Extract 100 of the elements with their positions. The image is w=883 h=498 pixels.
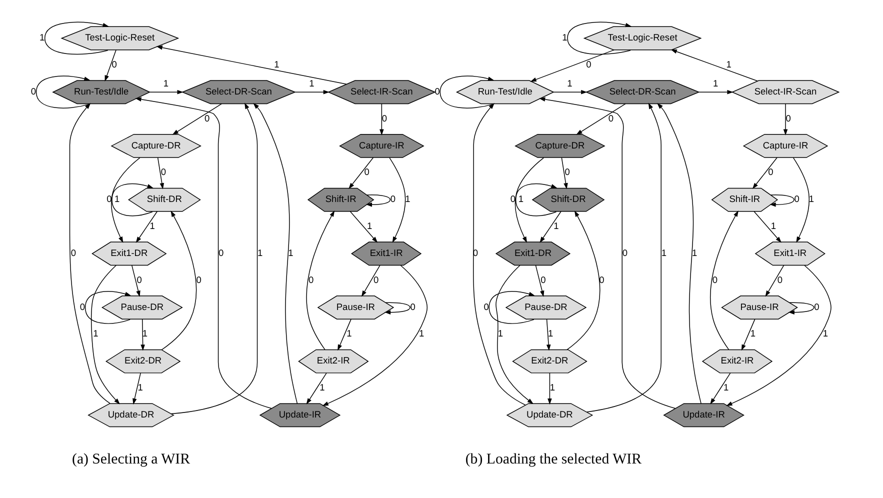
arrow [130,264,140,297]
arrow [132,372,140,405]
arrow [576,103,626,135]
edge-label: 1 [553,221,558,232]
edge-label: 1 [162,78,168,89]
arrow [752,157,777,189]
edge-label: 0 [136,274,142,285]
edge-label: 0 [308,274,314,285]
arrow [656,103,701,404]
edge-label: 0 [373,274,378,285]
arrow [495,264,533,404]
arrow [348,157,374,189]
label: (a) Selecting a WIR [72,451,190,468]
edge-label: 0 [364,167,369,178]
edge-label: 0 [434,86,440,96]
arrow [252,103,298,404]
edge-label: 0 [390,194,396,204]
edge-label: 1 [114,194,120,204]
edge-label: 1 [822,328,828,339]
edge-label: 0 [768,167,773,178]
edge-label: 1 [712,78,718,89]
edge-label: 0 [30,86,36,96]
edge-label: 0 [196,274,201,285]
arrow [439,76,494,108]
arrow [322,265,428,406]
edge-label: 1 [288,248,293,258]
arrow [539,211,561,243]
edge-label: 0 [785,113,790,124]
arrow [135,211,157,243]
edge-label: 0 [204,113,210,124]
arrow [110,157,140,243]
arrow [472,103,526,406]
edge-label: 0 [106,194,112,204]
edge-label: 0 [622,248,627,258]
edge-label: 1 [548,328,553,339]
edge-label: 0 [70,248,76,258]
arrow [514,157,544,243]
arrow [170,102,258,414]
arrow [111,183,153,216]
edge-label: 0 [540,274,546,285]
edge-label: 0 [218,248,224,258]
edge-label: 0 [608,113,614,124]
arrow [349,211,378,243]
edge-label: 1 [366,221,372,232]
arrow [782,103,788,136]
edge-label: 1 [149,221,154,232]
arrow [379,103,384,136]
edge-label: 0 [79,302,85,312]
edge-label: 1 [566,78,572,89]
edge-label: 0 [586,60,591,70]
edge-label: 0 [483,302,488,312]
arrow [306,372,326,404]
edge-label: 1 [404,194,410,204]
arrow [104,50,116,82]
arrow [160,210,196,350]
edge-label: 1 [418,328,424,339]
arrow [552,90,587,94]
edge-label: 1 [562,32,567,43]
arrow [547,372,552,405]
edge-label: 0 [712,274,718,285]
arrow [90,264,120,404]
arrow [788,302,814,314]
arrow [388,157,406,243]
edge-label: 0 [794,194,799,204]
edge-label: 1 [319,382,324,393]
arrow [764,264,784,297]
edge-label: 0 [598,274,604,285]
edge-label: 1 [770,221,776,232]
edge-label: 0 [776,274,782,285]
edge-label: 1 [723,382,728,393]
arrow [546,318,550,351]
arrow [534,264,544,297]
edge-label: 1 [308,78,314,89]
arrow [698,90,733,94]
arrow [538,97,676,409]
edge-label: 1 [142,328,148,339]
edge-label: 1 [497,328,503,339]
edge-label: 0 [410,302,415,312]
arrow [769,194,794,207]
arrow [566,210,600,350]
arrow [140,318,144,351]
arrow [740,318,755,351]
arrow [710,210,738,350]
arrow [134,97,272,409]
edge-label: 1 [92,328,98,339]
edge-label: 1 [750,328,756,339]
edge-label: 0 [160,167,166,178]
arrow [792,157,809,243]
arrow [294,90,329,94]
edge-label: 1 [137,382,142,393]
arrow [148,90,183,94]
arrow [337,318,351,351]
edge-label: 0 [381,113,387,124]
edge-label: 0 [111,60,116,70]
arrow [68,103,110,404]
arrow [84,291,131,324]
arrow [365,194,390,207]
edge-label: 1 [38,32,44,43]
edge-label: 1 [691,248,697,258]
arrow [306,210,334,350]
